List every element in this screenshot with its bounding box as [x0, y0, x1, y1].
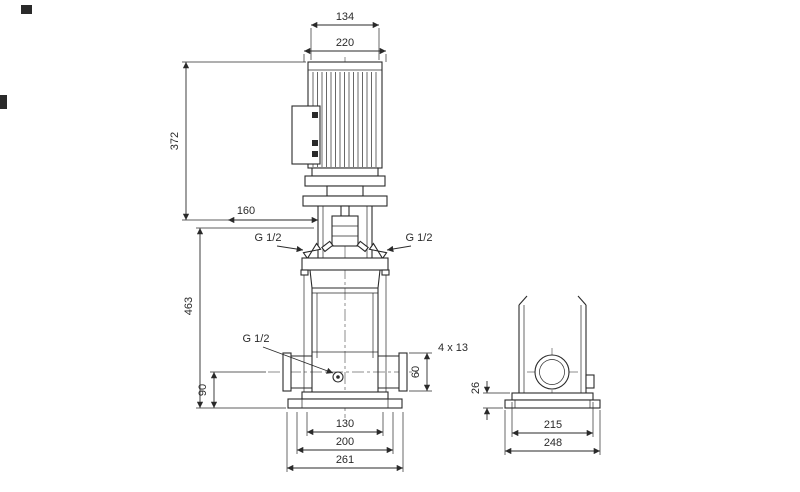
head-flange [301, 257, 389, 271]
motor-flange [304, 175, 386, 187]
dim-60-label: 60 [410, 366, 422, 378]
staybolt-nut-right [381, 269, 390, 276]
label-base-holes: 4 x 13 [438, 342, 468, 354]
pump-head [300, 242, 390, 289]
label-g12-left: G 1/2 [255, 232, 282, 244]
shaft [340, 205, 350, 217]
motor [291, 61, 386, 197]
motor-end-shield [311, 167, 379, 177]
left-port-flange [282, 352, 292, 392]
motor-neck [326, 185, 364, 197]
label-g12-right: G 1/2 [406, 232, 433, 244]
leader-g12-left [276, 245, 304, 253]
dim-261-label: 261 [336, 454, 354, 466]
leader-g12-right [386, 245, 412, 253]
ports [282, 352, 408, 392]
head-taper-right [377, 269, 381, 289]
dim-463-label: 463 [183, 297, 195, 315]
dim-220-label: 220 [336, 37, 354, 49]
dim-26-label: 26 [470, 382, 482, 394]
dim-90-label: 90 [197, 384, 209, 396]
right-port-flange [398, 352, 408, 392]
base-foot [287, 398, 403, 409]
side-base-foot [504, 399, 601, 409]
head-taper-left [309, 269, 313, 289]
dim-160-label: 160 [237, 205, 255, 217]
base-plate [301, 391, 389, 400]
staybolt-nut-left [300, 269, 309, 276]
scan-artifact-marks [0, 5, 32, 109]
gauge-plug-left [302, 242, 322, 260]
artifact-mark-top [21, 5, 32, 14]
dim-134-label: 134 [336, 11, 354, 23]
side-break-left [518, 295, 528, 306]
side-port-outer-circle [534, 354, 570, 390]
leader-g12-drain [262, 346, 334, 374]
front-view [282, 61, 408, 409]
side-break-right [577, 295, 587, 306]
motor-stool [302, 195, 388, 258]
dim-130-label: 130 [336, 418, 354, 430]
base [287, 391, 403, 409]
artifact-mark-left [0, 95, 7, 109]
dimensions: 134 220 372 160 463 90 [169, 11, 601, 472]
label-g12-drain: G 1/2 [243, 333, 270, 345]
chamber-stack [303, 275, 387, 392]
drain-plug-center [336, 375, 340, 379]
side-view [504, 295, 601, 409]
cable-entry-2 [312, 140, 318, 146]
dim-248-label: 248 [544, 437, 562, 449]
coupling-screw-left [321, 240, 334, 253]
stool-top-flange [302, 195, 388, 207]
coupling [331, 215, 359, 247]
gauge-plug-right [368, 242, 388, 260]
dim-215-label: 215 [544, 419, 562, 431]
cable-entry-3 [312, 151, 318, 157]
side-port-inner-circle [539, 359, 565, 385]
cable-entry-1 [312, 112, 318, 118]
side-base-plate [511, 392, 594, 401]
coupling-screw-right [356, 240, 369, 253]
side-clamp-tab [585, 374, 595, 389]
dim-200-label: 200 [336, 436, 354, 448]
dim-372-label: 372 [169, 132, 181, 150]
